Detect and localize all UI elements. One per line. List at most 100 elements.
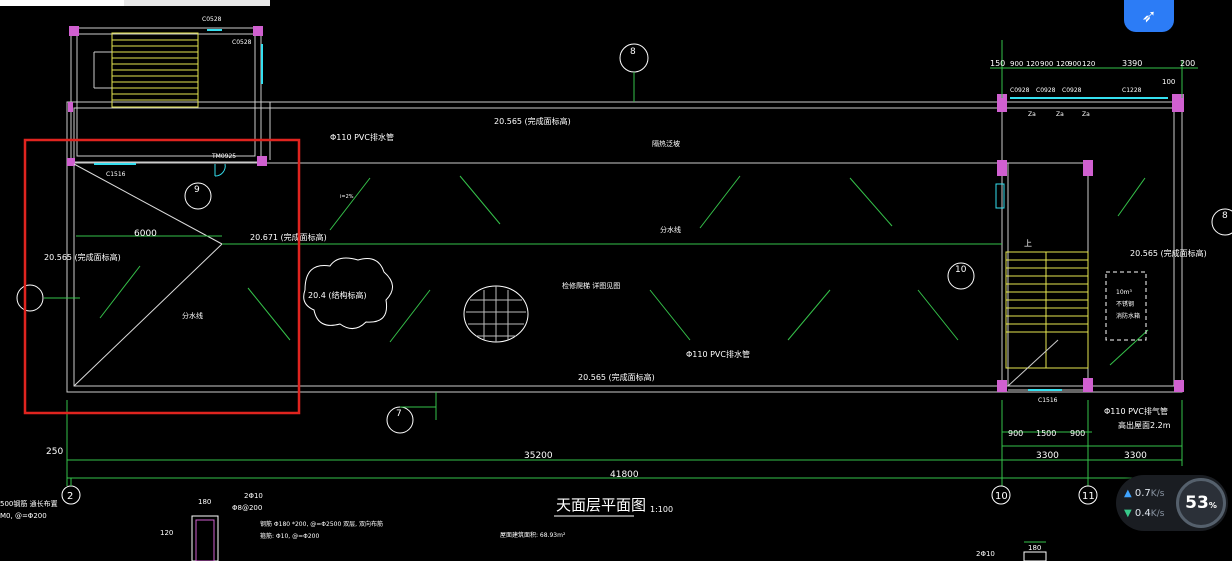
upload-speed: 0.7 [1134, 488, 1151, 499]
label-c0528-b: C0528 [232, 39, 252, 46]
dim-top-120-2: 120 [1056, 60, 1069, 68]
bottom-note-3: 钢筋 Φ180 *200, @=Φ2500 双层, 双向布筋 [260, 520, 383, 528]
label-c1228: C1228 [1122, 87, 1142, 94]
axis-label-10: 10 [995, 491, 1008, 502]
dimension-lines [66, 40, 1198, 486]
axis-bubble-9 [184, 182, 212, 210]
label-pvc-right: Φ110 PVC排气管 [1104, 406, 1168, 416]
dim-6000: 6000 [134, 229, 157, 239]
percent-sign: % [1208, 501, 1217, 510]
dim-900-a: 900 [1008, 429, 1023, 438]
bottom-rebar: 2Φ10 [244, 492, 263, 500]
dim-top-150: 150 [990, 59, 1005, 68]
label-pvc-right-2: 高出屋面2.2m [1118, 420, 1171, 430]
elev-bottom: 20.565 (完成面标高) [578, 372, 655, 382]
bottom-rebar-2: Φ8@200 [232, 504, 262, 512]
dim-1500: 1500 [1036, 429, 1056, 438]
cpu-percent: 53 [1185, 493, 1209, 513]
download-row: ▼ 0.4K/s [1124, 508, 1164, 519]
label-tank-3: 消防水箱 [1116, 312, 1140, 320]
label-c0928-3: C0928 [1062, 87, 1082, 94]
upload-unit: K/s [1150, 489, 1165, 499]
axis-label-10b: 10 [955, 265, 967, 275]
dim-top-900-1: 900 [1010, 60, 1023, 68]
upload-row: ▲ 0.7K/s [1124, 488, 1164, 499]
dim-span-11-r: 3300 [1124, 451, 1147, 461]
elev-top: 20.565 (完成面标高) [494, 116, 571, 126]
outer-wall [66, 101, 1183, 393]
building-walls [66, 101, 1183, 393]
label-c0928-2: C0928 [1036, 87, 1056, 94]
axis-leaders [44, 72, 635, 486]
doors [214, 163, 1005, 209]
revision-clouds [303, 257, 529, 343]
axis-label-11: 11 [1082, 491, 1095, 502]
assistant-button[interactable]: ➶ [1124, 0, 1174, 32]
label-divide-2: 分水线 [182, 311, 203, 320]
label-stair-up: 上 [1024, 239, 1032, 248]
label-tm0925: TM0925 [211, 153, 236, 160]
slope-label: i=2% [340, 194, 354, 200]
dim-top-3390: 3390 [1122, 59, 1142, 68]
label-c1516-b: C1516 [1038, 397, 1058, 404]
label-divide-1: 分水线 [660, 225, 681, 234]
label-tank-2: 不锈钢 [1116, 300, 1134, 308]
dim-left-offset: 250 [46, 447, 63, 457]
label-c0928-1: C0928 [1010, 87, 1030, 94]
axis-bubble-10b [947, 262, 975, 290]
elev-mid: 20.671 (完成面标高) [250, 232, 327, 242]
drawing-title: 天面层平面图 [556, 496, 646, 514]
bottom-right-rebar: 2Φ10 [976, 550, 995, 558]
dim-top-900-3: 900 [1068, 60, 1081, 68]
section-detail [191, 515, 1047, 561]
bird-icon: ➶ [1141, 5, 1157, 27]
dim-span-2-10: 35200 [524, 451, 553, 461]
label-c0528-a: C0528 [202, 16, 222, 23]
download-unit: K/s [1150, 509, 1165, 519]
label-za-1: Za [1028, 111, 1036, 118]
axis-bubble-8r [1211, 208, 1232, 236]
dim-900-b: 900 [1070, 429, 1085, 438]
axis-bubble-11 [1078, 485, 1098, 505]
label-ladder: 检修爬梯 详图见图 [562, 281, 620, 290]
label-parapet: 隔热泛坡 [652, 139, 680, 148]
dim-top-200: 200 [1180, 59, 1195, 68]
elev-right: 20.565 (完成面标高) [1130, 248, 1207, 258]
upload-arrow-icon: ▲ [1124, 488, 1132, 499]
inner-wall [73, 107, 1175, 387]
axis-label-8: 8 [630, 47, 636, 57]
bottom-dim-180: 180 [198, 498, 211, 506]
cpu-gauge[interactable]: 53% [1176, 478, 1226, 528]
label-pvc-top: Φ110 PVC排水管 [330, 132, 394, 142]
bottom-note-2: M0, @=Φ200 [0, 512, 47, 520]
dim-top-120-3: 120 [1082, 60, 1095, 68]
axis-label-9: 9 [194, 185, 200, 195]
stair-top-left [93, 32, 199, 108]
label-tank-1: 10m³ [1116, 289, 1132, 296]
axis-label-2: 2 [67, 491, 73, 502]
axis-label-7: 7 [396, 409, 402, 419]
top-white-strip-2 [124, 0, 270, 6]
labels: Φ110 PVC排水管 Φ110 PVC排水管 Φ110 PVC排气管 高出屋面… [0, 16, 1228, 558]
water-tank [1105, 271, 1147, 341]
elev-left: 20.565 (完成面标高) [44, 252, 121, 262]
axis-bubble-10 [991, 485, 1011, 505]
dim-top-120-1: 120 [1026, 60, 1039, 68]
highlight-rectangle [23, 138, 301, 415]
slope-arrows [99, 175, 1149, 366]
axis-label-8r: 8 [1222, 211, 1228, 221]
dim-total: 41800 [610, 470, 639, 480]
download-arrow-icon: ▼ [1124, 508, 1132, 519]
bottom-note-4: 箍筋: Φ10, @=Φ200 [260, 532, 319, 540]
slope-lines [73, 163, 1002, 387]
dim-span-10-11: 3300 [1036, 451, 1059, 461]
bottom-right-180: 180 [1028, 544, 1041, 552]
stair-tower-top-left [70, 27, 262, 163]
elev-structure: 20.4 (结构标高) [308, 290, 367, 300]
drawing-scale: 1:100 [650, 505, 673, 514]
windows [94, 29, 1168, 391]
bottom-note-1: 500钢筋 通长布置 [0, 499, 58, 508]
network-speed-widget[interactable]: ▲ 0.7K/s ▼ 0.4K/s 53% [1116, 475, 1228, 531]
axis-bubble-left [16, 284, 44, 312]
